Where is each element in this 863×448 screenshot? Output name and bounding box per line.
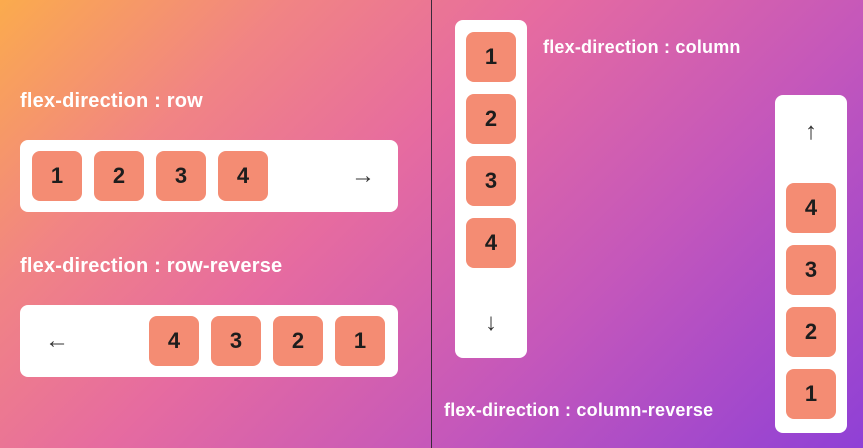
- row-reverse-item-2: 2: [273, 316, 323, 366]
- row-reverse-item-1: 1: [335, 316, 385, 366]
- row-panel: 1 2 3 4 →: [20, 140, 398, 212]
- column-reverse-item-2: 2: [786, 307, 836, 357]
- arrow-left-icon: ←: [45, 327, 69, 354]
- row-reverse-panel: ← 4 3 2 1: [20, 305, 398, 377]
- column-reverse-label: flex-direction : column-reverse: [444, 400, 714, 420]
- column-item-4: 4: [466, 218, 516, 268]
- column-label: flex-direction : column: [543, 37, 741, 57]
- row-reverse-label: flex-direction : row-reverse: [20, 255, 283, 277]
- column-item-3: 3: [466, 156, 516, 206]
- row-item-3: 3: [156, 151, 206, 201]
- row-item-4: 4: [218, 151, 268, 201]
- arrow-right-icon: →: [351, 162, 375, 189]
- column-item-2: 2: [466, 94, 516, 144]
- column-reverse-panel: ↑ 4 3 2 1: [775, 95, 847, 433]
- column-reverse-item-3: 3: [786, 245, 836, 295]
- row-item-1: 1: [32, 151, 82, 201]
- row-label: flex-direction : row: [20, 90, 203, 112]
- row-reverse-item-3: 3: [211, 316, 261, 366]
- arrow-up-icon: ↑: [805, 118, 817, 145]
- column-item-1: 1: [466, 32, 516, 82]
- row-item-2: 2: [94, 151, 144, 201]
- column-reverse-item-4: 4: [786, 183, 836, 233]
- column-panel: 1 2 3 4 ↓: [455, 20, 527, 358]
- vertical-divider: [431, 0, 432, 448]
- arrow-down-icon: ↓: [485, 309, 497, 336]
- row-reverse-item-4: 4: [149, 316, 199, 366]
- column-reverse-item-1: 1: [786, 369, 836, 419]
